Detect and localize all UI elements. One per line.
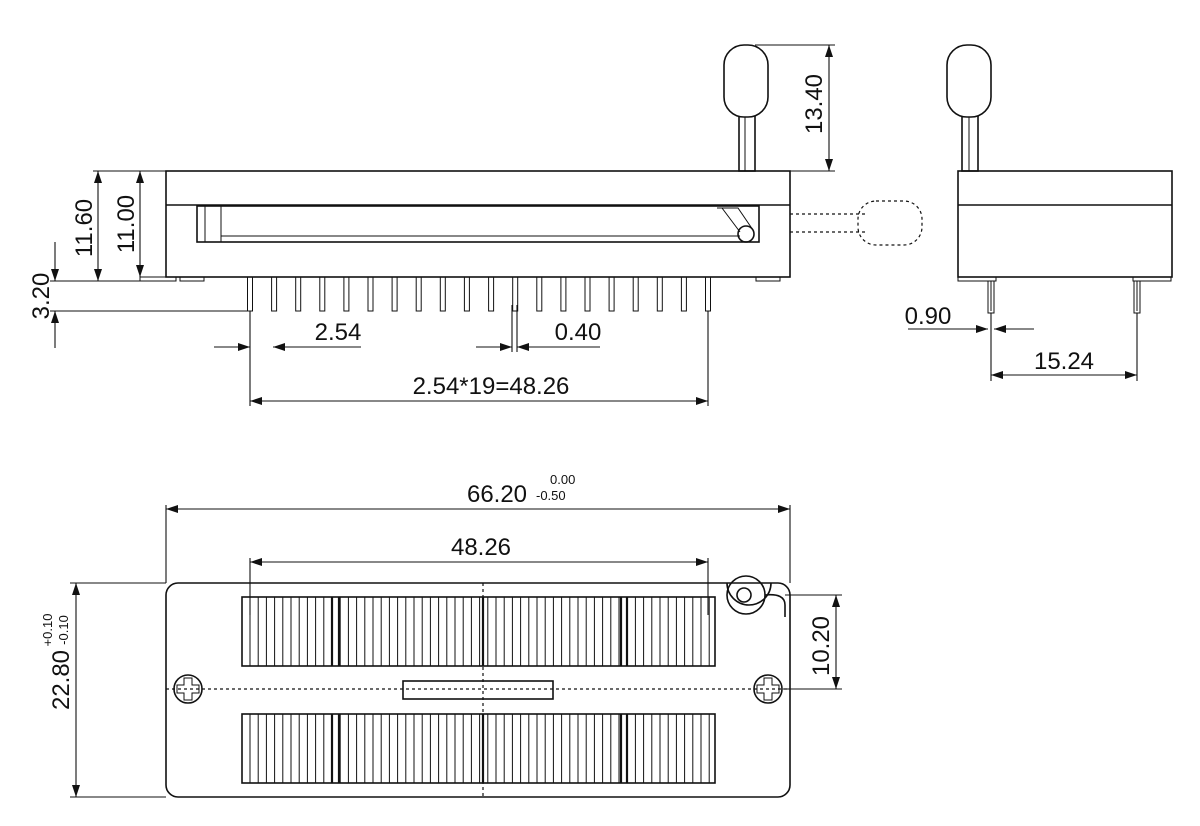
dim-overall-width-tol-upper: +0.10 <box>40 614 55 647</box>
front-pin <box>439 276 446 312</box>
front-pin <box>415 276 422 312</box>
dim-side-pin-width: 0.90 <box>905 303 952 330</box>
center-window <box>402 680 554 700</box>
front-pin <box>463 276 470 312</box>
dim-pin-span: 2.54*19=48.26 <box>413 373 570 400</box>
front-pin <box>584 276 591 312</box>
dim-pin-width: 0.40 <box>555 319 602 346</box>
front-pin <box>512 276 519 312</box>
front-pin <box>247 276 253 312</box>
dim-lever-height: 13.40 <box>801 74 828 134</box>
front-pin <box>536 276 543 312</box>
side-body <box>957 170 1173 278</box>
dim-overall-length-tol-upper: 0.00 <box>550 472 575 487</box>
screw-left <box>173 674 203 704</box>
front-pin <box>680 276 687 312</box>
front-pin <box>295 276 302 312</box>
front-pin <box>488 276 495 312</box>
cam-circle <box>737 225 755 243</box>
top-body <box>165 582 791 798</box>
lever-open-position <box>790 200 923 246</box>
front-pin <box>391 276 398 312</box>
dim-row-spacing: 15.24 <box>1034 348 1094 375</box>
lever <box>723 44 769 172</box>
front-body <box>165 170 791 278</box>
contact-bank-bottom <box>241 713 716 784</box>
dim-overall-length-tol-lower: -0.50 <box>536 488 566 503</box>
screw-right <box>753 674 783 704</box>
front-pin <box>656 276 663 312</box>
front-pin <box>271 276 278 312</box>
top-view: 66.20 0.00 -0.50 48.26 22.80 +0.10 -0.10… <box>40 472 842 798</box>
dim-body-height-inner: 11.00 <box>113 195 140 253</box>
dim-overall-width: 22.80 <box>48 650 75 710</box>
front-pin <box>343 276 350 312</box>
dim-overall-width-tol-lower: -0.10 <box>56 615 71 645</box>
front-slot <box>196 205 760 243</box>
front-pin <box>705 276 711 312</box>
dim-lever-offset: 10.20 <box>808 616 835 676</box>
lever-pivot <box>726 575 786 617</box>
contact-bank-top <box>241 596 716 667</box>
dim-contact-span: 48.26 <box>451 534 511 561</box>
dim-pin-pitch: 2.54 <box>315 319 362 346</box>
front-pins <box>247 276 711 312</box>
front-pin <box>560 276 567 312</box>
dim-overall-length: 66.20 <box>467 481 527 508</box>
front-pin <box>608 276 615 312</box>
front-pin <box>632 276 639 312</box>
front-view: 13.40 11.60 11.00 3.20 2.54 0.40 <box>28 44 923 406</box>
front-pin <box>319 276 326 312</box>
side-view: 0.90 15.24 <box>905 44 1173 381</box>
front-pin <box>367 276 374 312</box>
dim-body-height-outer: 11.60 <box>71 199 98 257</box>
dim-pin-length: 3.20 <box>28 273 55 320</box>
